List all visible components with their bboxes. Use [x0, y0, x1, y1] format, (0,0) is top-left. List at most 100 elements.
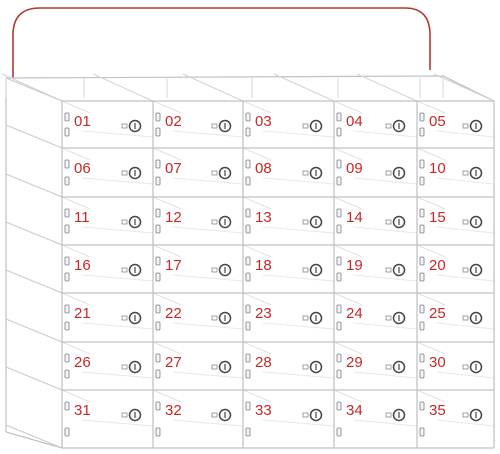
hinge-top [155, 112, 161, 122]
inner-depth-line [152, 341, 182, 355]
hinge-top [336, 159, 342, 169]
locker-door: 07 [155, 159, 232, 186]
hinge-bottom [419, 321, 425, 331]
inner-depth-line [416, 341, 446, 355]
hinge-bottom [419, 369, 425, 379]
hinge-bottom [419, 427, 425, 437]
locker-door: 26 [64, 353, 142, 379]
inner-shelf-line [436, 226, 495, 234]
hinge-top [419, 208, 425, 218]
latch [121, 412, 128, 418]
latch [302, 412, 309, 418]
hinge-top [245, 112, 251, 122]
locker-number: 14 [346, 209, 363, 226]
hinge-top [155, 353, 161, 363]
hinge-bottom [336, 272, 342, 282]
hinge-bottom [64, 427, 70, 437]
hinge-bottom [336, 369, 342, 379]
locker-door: 21 [64, 304, 142, 331]
latch [462, 123, 469, 129]
cabinet-frame [1, 73, 495, 449]
locker-number: 18 [255, 257, 272, 274]
inner-shelf-line [262, 322, 335, 330]
hinge-bottom [419, 272, 425, 282]
hinge-bottom [155, 427, 161, 437]
hinge-top [419, 401, 425, 411]
locker-door: 03 [245, 112, 323, 137]
inner-depth-line [61, 100, 91, 114]
locker-door: 27 [155, 353, 232, 379]
locker-number: 31 [74, 402, 91, 419]
inner-shelf-line [353, 177, 418, 185]
locker-number: 02 [165, 113, 182, 130]
latch [211, 219, 218, 225]
top-divider [433, 73, 495, 102]
latch [302, 267, 309, 273]
side-shelf-edge [5, 221, 63, 246]
inner-depth-line [333, 341, 363, 355]
locker-number: 15 [429, 209, 446, 226]
locker-number: 19 [346, 257, 363, 274]
hinge-top [419, 304, 425, 314]
latch [385, 170, 392, 176]
inner-depth-line [61, 196, 91, 210]
hinge-bottom [245, 224, 251, 234]
hinge-top [336, 353, 342, 363]
locker-number: 06 [74, 160, 91, 177]
latch [211, 315, 218, 321]
latch [121, 315, 128, 321]
latch [211, 123, 218, 129]
locker-door: 14 [336, 208, 406, 234]
locker-door: 22 [155, 304, 232, 331]
hinge-bottom [155, 127, 161, 137]
inner-shelf-line [81, 177, 154, 185]
top-divider [356, 73, 418, 102]
hinge-bottom [245, 272, 251, 282]
latch [385, 123, 392, 129]
inner-depth-line [152, 147, 182, 161]
hinge-top [64, 353, 70, 363]
latch [385, 315, 392, 321]
locker-number: 21 [74, 305, 91, 322]
hinge-top [155, 208, 161, 218]
inner-depth-line [333, 292, 363, 306]
hinge-bottom [64, 224, 70, 234]
inner-shelf-line [436, 177, 495, 185]
latch [211, 267, 218, 273]
hinge-top [245, 256, 251, 266]
inner-shelf-line [262, 274, 335, 282]
carry-handle [12, 7, 431, 78]
latch [211, 412, 218, 418]
hinge-top [336, 256, 342, 266]
hinge-top [419, 112, 425, 122]
hinge-bottom [245, 127, 251, 137]
locker-door: 12 [155, 208, 232, 234]
hinge-top [336, 208, 342, 218]
top-divider [92, 73, 154, 102]
side-shelf-edge [5, 77, 63, 102]
locker-number: 32 [165, 402, 182, 419]
locker-number: 28 [255, 354, 272, 371]
locker-number: 26 [74, 354, 91, 371]
hinge-top [336, 304, 342, 314]
inner-depth-line [242, 389, 272, 403]
hinge-top [155, 304, 161, 314]
locker-number: 10 [429, 160, 446, 177]
inner-depth-line [61, 389, 91, 403]
side-shelf-edge [5, 269, 63, 294]
side-shelf-edge [5, 173, 63, 198]
locker-number: 07 [165, 160, 182, 177]
hinge-top [245, 304, 251, 314]
inner-shelf-line [262, 419, 335, 427]
locker-door: 15 [419, 208, 483, 234]
locker-number: 35 [429, 402, 446, 419]
locker-door: 33 [245, 401, 323, 437]
inner-depth-line [416, 100, 446, 114]
latch [302, 170, 309, 176]
hinge-top [245, 159, 251, 169]
inner-depth-line [61, 292, 91, 306]
inner-shelf-line [353, 322, 418, 330]
latch [462, 267, 469, 273]
hinge-bottom [245, 321, 251, 331]
